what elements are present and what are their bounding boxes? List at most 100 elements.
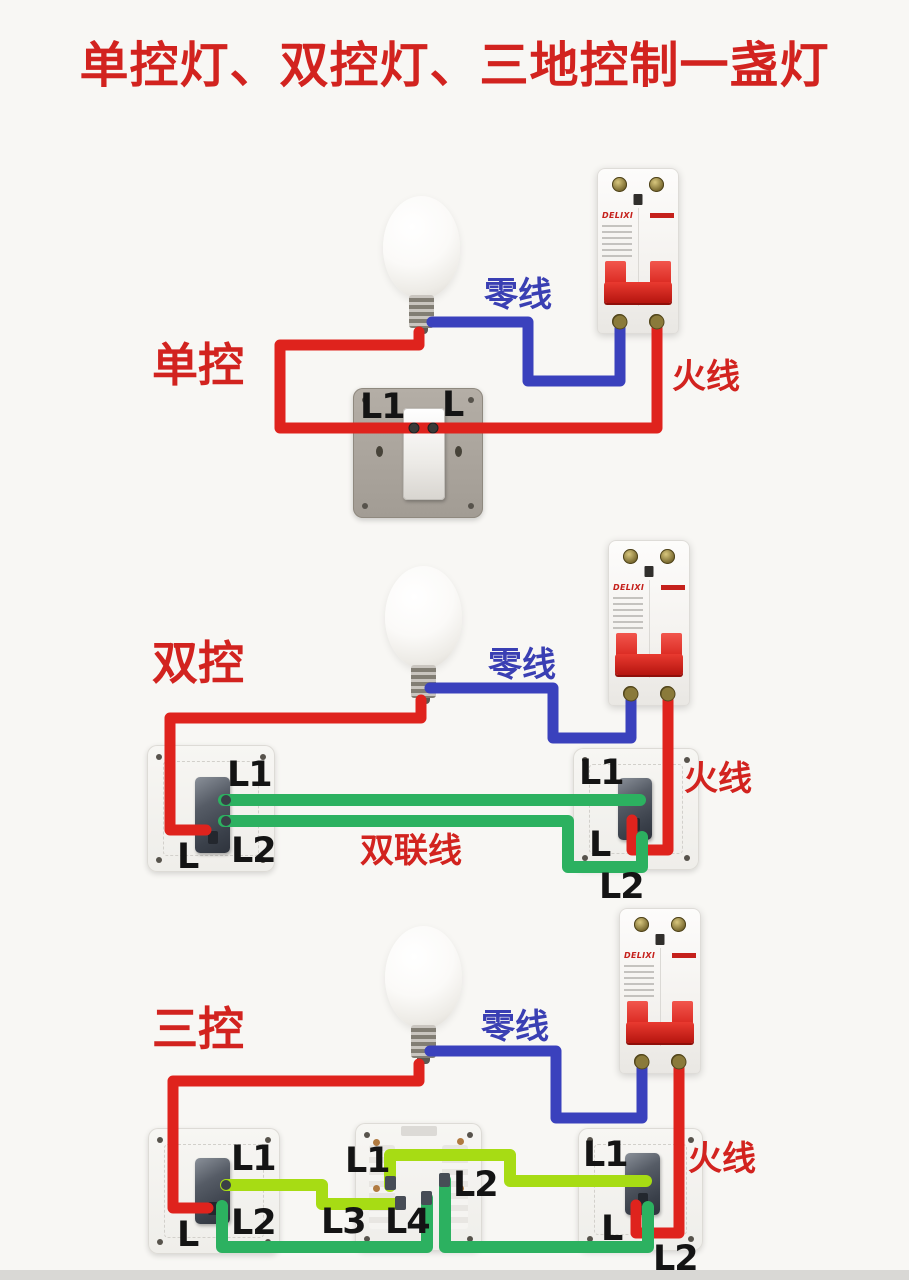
bulb-globe (385, 566, 462, 669)
plate-screw (364, 1132, 370, 1138)
bulb-triple-control (385, 926, 462, 1064)
page-title: 单控灯、双控灯、三地控制一盏灯 (79, 37, 830, 94)
plate-screw (156, 754, 162, 760)
breaker-seam (660, 948, 661, 1046)
switch-rocker (625, 1153, 660, 1215)
s1-neutral-wire (426, 316, 626, 387)
breaker-screw (671, 917, 686, 932)
breaker-terminal-screw (671, 1054, 686, 1069)
breaker-spec-text (602, 225, 632, 261)
plate-screw (688, 1236, 694, 1242)
plate-screw (467, 1132, 473, 1138)
plate-screw (157, 1137, 163, 1143)
breaker-terminal-screw (634, 1054, 649, 1069)
bulb-globe (383, 196, 460, 299)
terminal-label-l1: L1 (227, 755, 273, 795)
bulb-screw-base (411, 1025, 436, 1058)
circuit-breaker-single: DELIXI (597, 168, 679, 334)
bulb-contact-tip (417, 1058, 430, 1064)
terminal-label-l1: L1 (360, 387, 406, 427)
breaker-terminal-screw (660, 686, 675, 701)
breaker-screw (634, 917, 649, 932)
switch-rocker (195, 777, 230, 853)
plate-screw (468, 503, 474, 509)
breaker-red-stripe (650, 213, 674, 218)
breaker-screw (612, 177, 627, 192)
plate-screw (587, 1137, 593, 1143)
terminal-label-l: L (442, 385, 464, 425)
bulb-contact-tip (415, 328, 428, 334)
breaker-screw (649, 177, 664, 192)
breaker-handle (604, 261, 672, 303)
terminal-label-l1: L1 (583, 1135, 629, 1175)
plate-screw (582, 757, 588, 763)
terminal-label-l2: L2 (231, 831, 277, 871)
mount-bracket (400, 1126, 437, 1136)
circuit-breaker-double: DELIXI (608, 540, 690, 706)
terminal-label-l: L (177, 837, 199, 877)
plate-screw (362, 503, 368, 509)
breaker-brand: DELIXI (602, 211, 634, 220)
plate-screw (157, 1239, 163, 1245)
terminal-pin (457, 1138, 464, 1145)
switch-rocker (195, 1158, 230, 1224)
breaker-terminal-screw (623, 686, 638, 701)
breaker-brand: DELIXI (613, 583, 645, 592)
bulb-globe (385, 926, 462, 1029)
link-wire-label: 双联线 (360, 831, 462, 871)
breaker-spec-text (624, 965, 654, 1001)
terminal-label-l2: L2 (231, 1203, 277, 1243)
terminal-label-l1: L1 (345, 1141, 391, 1181)
section-label-triple: 三控 (152, 1002, 244, 1056)
mount-slot (376, 446, 383, 457)
plate-screw (684, 855, 690, 861)
breaker-handle (626, 1001, 694, 1043)
switch-rocker (403, 408, 445, 500)
terminal-label-l1: L1 (231, 1139, 277, 1179)
live-wire-label-3: 火线 (688, 1139, 756, 1179)
terminal-label-l: L (589, 825, 611, 865)
plate-screw (468, 397, 474, 403)
breaker-vent (633, 194, 643, 205)
terminal-label-l: L (177, 1215, 199, 1255)
live-wire-label-2: 火线 (684, 759, 752, 799)
bottom-strip (0, 1270, 909, 1280)
terminal-label-l2: L2 (453, 1165, 499, 1205)
breaker-spec-text (613, 597, 643, 633)
neutral-wire-label-3: 零线 (481, 1007, 549, 1047)
breaker-terminal-screw (649, 314, 664, 329)
breaker-brand: DELIXI (624, 951, 656, 960)
neutral-wire-label-1: 零线 (484, 275, 552, 315)
breaker-seam (638, 208, 639, 306)
plate-screw (582, 855, 588, 861)
terminal-label-l3: L3 (321, 1202, 367, 1242)
mount-slot (455, 446, 462, 457)
bulb-contact-tip (417, 698, 430, 704)
breaker-screw (623, 549, 638, 564)
bulb-single-control (383, 196, 460, 334)
breaker-terminal-screw (612, 314, 627, 329)
breaker-red-stripe (672, 953, 696, 958)
bulb-screw-base (411, 665, 436, 698)
plate-screw (587, 1236, 593, 1242)
section-label-single: 单控 (152, 338, 244, 392)
breaker-screw (660, 549, 675, 564)
breaker-seam (649, 580, 650, 678)
breaker-vent (644, 566, 654, 577)
breaker-handle (615, 633, 683, 675)
terminal-pin (373, 1185, 380, 1192)
neutral-wire-label-2: 零线 (488, 645, 556, 685)
live-wire-label-1: 火线 (672, 357, 740, 397)
terminal-label-l1: L1 (579, 753, 625, 793)
section-label-double: 双控 (152, 636, 244, 690)
terminal-label-l4: L4 (385, 1202, 431, 1242)
plate-screw (688, 1137, 694, 1143)
bulb-screw-base (409, 295, 434, 328)
plate-screw (156, 857, 162, 863)
bulb-double-control (385, 566, 462, 704)
terminal-label-l2: L2 (599, 867, 645, 907)
breaker-red-stripe (661, 585, 685, 590)
plate-screw (467, 1236, 473, 1242)
breaker-vent (655, 934, 665, 945)
